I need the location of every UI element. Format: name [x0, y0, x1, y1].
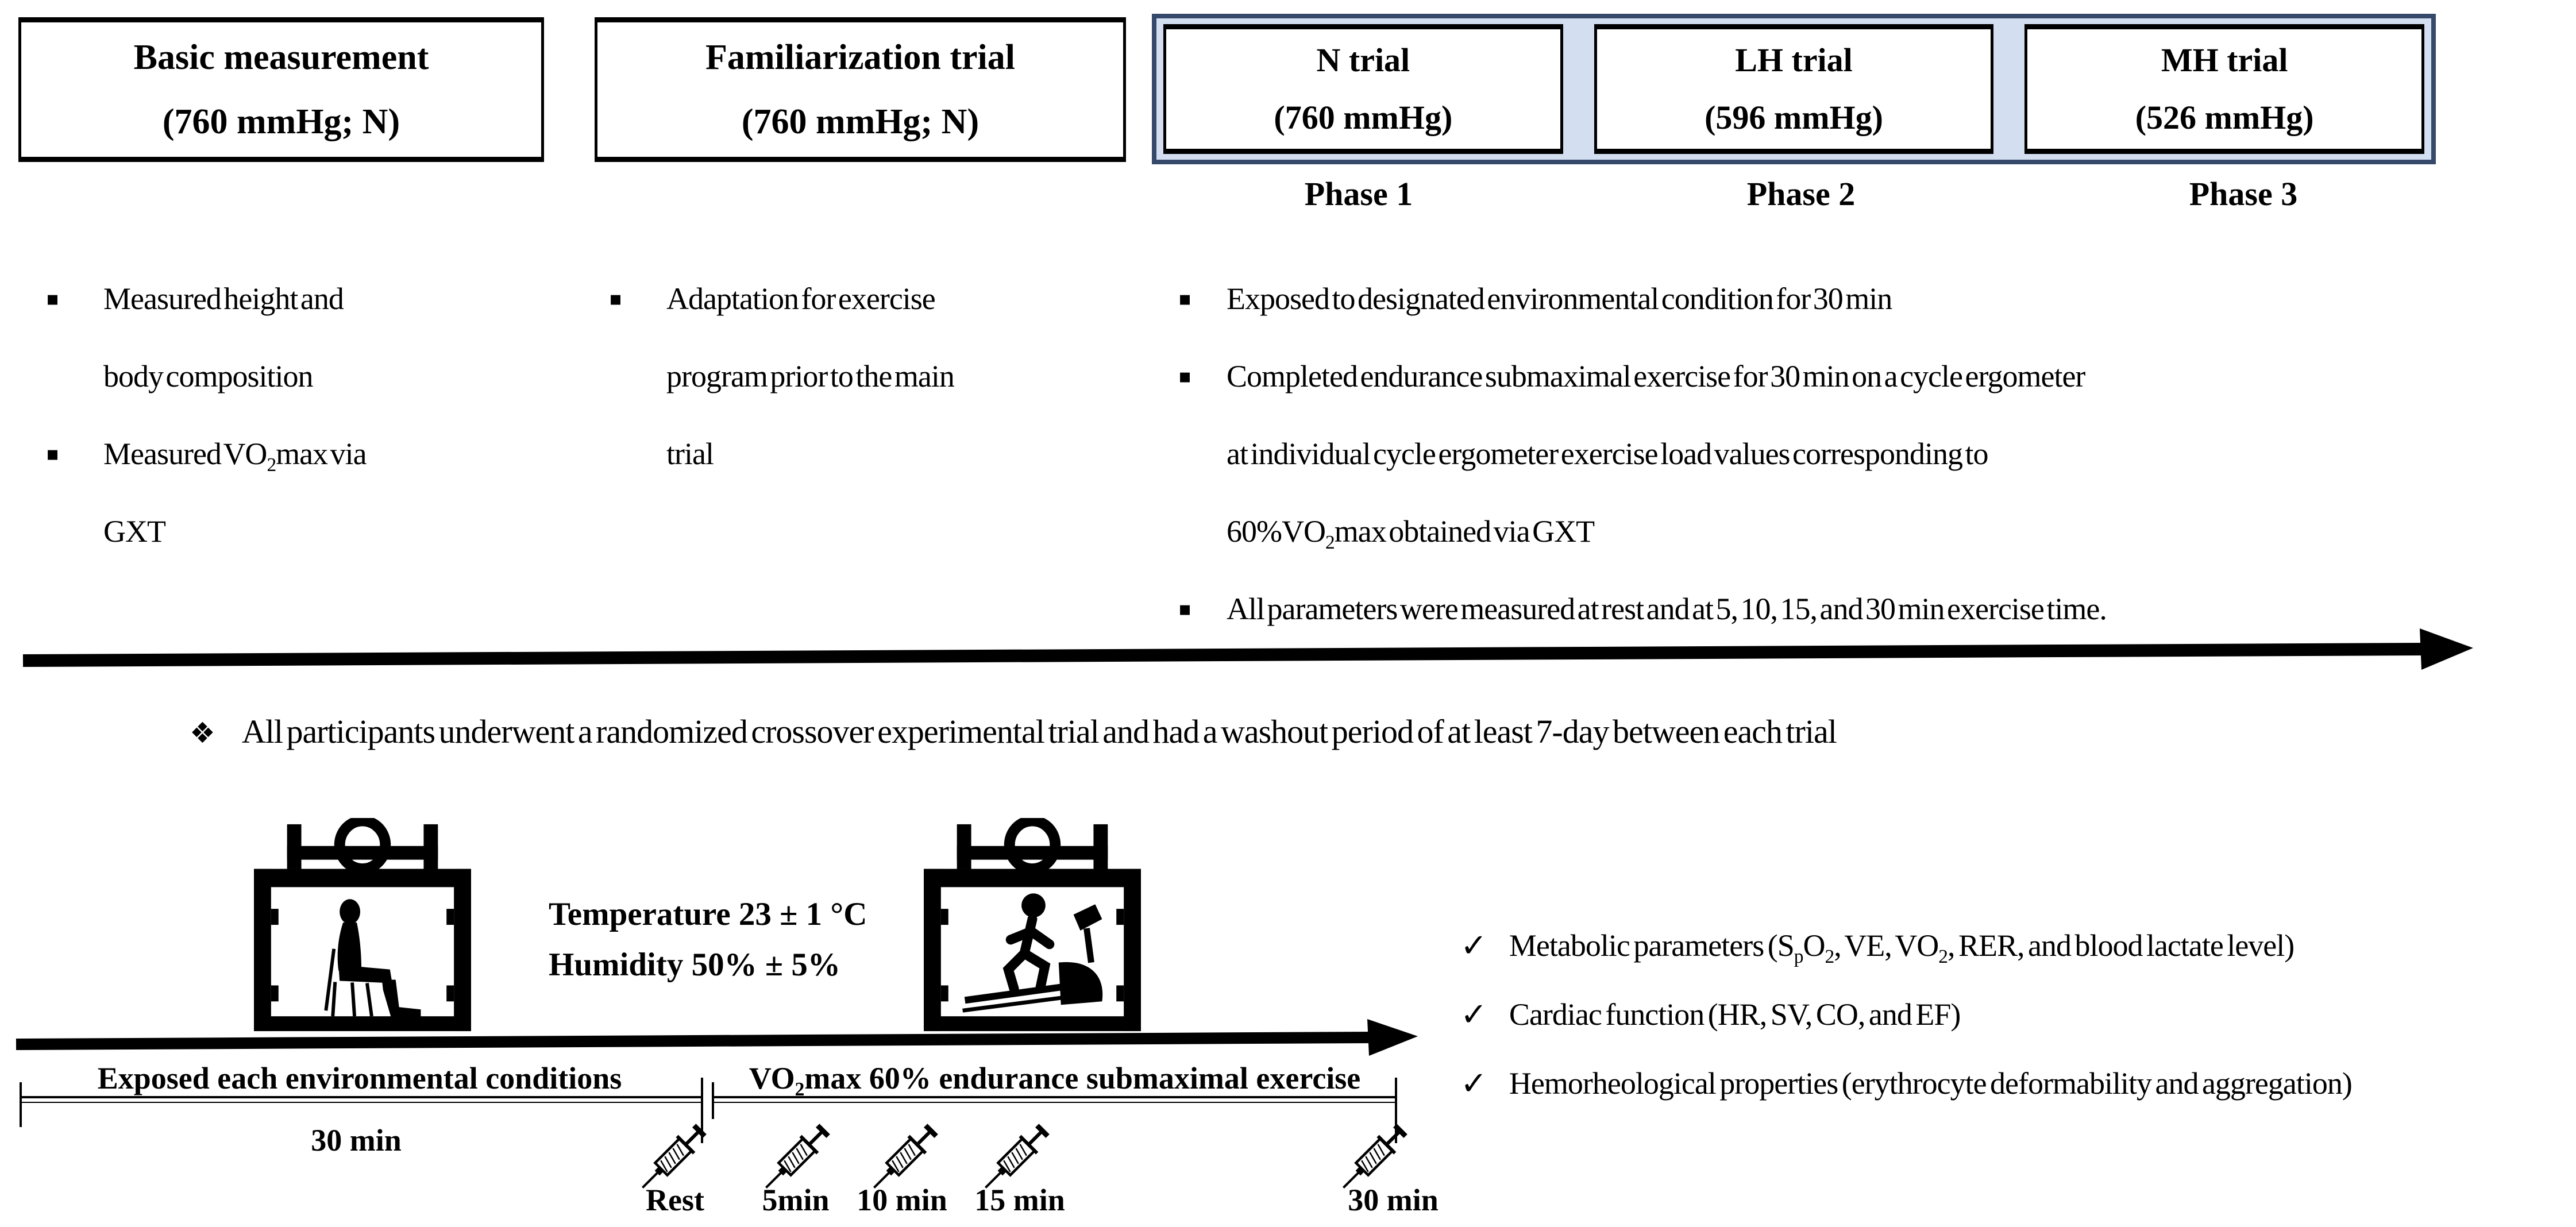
basic-measurement-bullets: ▪ Measured height and body composition ▪ M…: [34, 260, 592, 570]
mh-trial-box: MH trial (526 mmHg): [2024, 24, 2425, 154]
bullet-text: Completed endurance submaximal exercise …: [1227, 358, 2085, 393]
timepoint-5min: 5min: [762, 1183, 830, 1217]
list-item: 60%VO2max obtained via GXT: [1169, 492, 2571, 570]
bullet-text: Adaptation for exercise: [666, 281, 936, 316]
familiarization-trial-box: Familiarization trial (760 mmHg; N): [595, 17, 1126, 162]
n-trial-subtitle: (760 mmHg): [1274, 99, 1453, 136]
square-bullet-icon: ▪: [46, 287, 60, 310]
exposure-duration-label: 30 min: [311, 1123, 402, 1157]
lh-trial-subtitle: (596 mmHg): [1705, 99, 1883, 136]
environment-conditions: Temperature 23 ± 1 °C Humidity 50% ± 5%: [549, 889, 928, 990]
rest-chamber-icon: [254, 818, 471, 1032]
phase-2-label: Phase 2: [1746, 175, 1856, 213]
square-bullet-icon: ▪: [1178, 364, 1192, 388]
crossover-note-text: All participants underwent a randomized …: [241, 713, 1837, 750]
phase-1-label: Phase 1: [1304, 175, 1413, 213]
basic-measurement-box: Basic measurement (760 mmHg; N): [18, 17, 544, 162]
mh-trial-title: MH trial: [2161, 41, 2288, 79]
square-bullet-icon: ▪: [609, 287, 623, 310]
treadmill-chamber-icon: [924, 818, 1141, 1032]
treadmill-icon: [962, 904, 1103, 1013]
timepoint-10min: 10 min: [857, 1183, 947, 1217]
phase-3-label: Phase 3: [2189, 175, 2298, 213]
crossover-note: ❖ All participants underwent a randomize…: [190, 712, 2488, 751]
bullet-text: Exposed to designated environmental cond…: [1227, 281, 1892, 316]
checklist-text: Hemorheological properties (erythrocyte …: [1509, 1066, 2353, 1101]
list-item: at individual cycle ergometer exercise l…: [1169, 415, 2571, 492]
bullet-text: Measured height and: [103, 281, 344, 316]
list-item: ✓ Metabolic parameters (SpO2, VE, VO2, R…: [1460, 911, 2352, 980]
list-item: ▪ Measured VO2max via: [34, 415, 592, 492]
list-item: ▪ Measured height and: [34, 260, 592, 337]
square-bullet-icon: ▪: [1178, 287, 1192, 310]
basic-measurement-subtitle: (760 mmHg; N): [162, 102, 400, 141]
mh-trial-subtitle: (526 mmHg): [2135, 99, 2314, 136]
list-item: ▪ Completed endurance submaximal exercise…: [1169, 337, 2571, 415]
humidity-label: Humidity 50% ± 5%: [549, 947, 840, 983]
checkmark-icon: ✓: [1460, 996, 1487, 1033]
timepoint-30min: 30 min: [1348, 1183, 1439, 1217]
diamond-bullet-icon: ❖: [190, 716, 215, 750]
exposure-segment-label: Exposed each environmental conditions: [97, 1061, 622, 1095]
list-item: ▪ Adaptation for exercise: [597, 260, 1155, 337]
measured-parameters-list: ✓ Metabolic parameters (SpO2, VE, VO2, R…: [1460, 911, 2353, 1118]
n-trial-title: N trial: [1316, 41, 1410, 79]
exercise-segment-label: VO2max 60% endurance submaximal exercise: [749, 1061, 1361, 1100]
bullet-text: Measured VO2max via: [103, 436, 367, 476]
bullet-text: program prior to the main: [666, 358, 955, 393]
square-bullet-icon: ▪: [1178, 597, 1192, 620]
list-item: GXT: [34, 492, 592, 570]
list-item: ✓ Cardiac function (HR, SV, CO, and EF): [1460, 980, 2352, 1049]
lh-trial-title: LH trial: [1735, 41, 1853, 79]
list-item: ▪ Exposed to designated environmental con…: [1169, 260, 2571, 337]
list-item: body composition: [34, 337, 592, 415]
bullet-text: 60%VO2max obtained via GXT: [1227, 514, 1595, 553]
checkmark-icon: ✓: [1460, 927, 1487, 964]
temperature-label: Temperature 23 ± 1 °C: [549, 896, 867, 932]
timeline-arrow-bottom: [16, 1019, 1418, 1056]
list-item: ▪ All parameters were measured at rest an…: [1169, 570, 2571, 647]
basic-measurement-title: Basic measurement: [133, 38, 429, 77]
bullet-text: at individual cycle ergometer exercise l…: [1227, 436, 1988, 471]
trial-phases-container: N trial (760 mmHg) LH trial (596 mmHg) M…: [1152, 14, 2436, 164]
bullet-text: All parameters were measured at rest and…: [1227, 591, 2107, 626]
n-trial-box: N trial (760 mmHg): [1163, 24, 1563, 154]
bullet-text: GXT: [103, 514, 166, 549]
bullet-text: trial: [666, 436, 714, 471]
familiarization-title: Familiarization trial: [705, 38, 1015, 77]
list-item: ✓ Hemorheological properties (erythrocyt…: [1460, 1049, 2353, 1118]
timepoint-rest: Rest: [646, 1183, 704, 1217]
seated-person-icon: [324, 899, 421, 1018]
running-person-icon: [1002, 893, 1055, 994]
familiarization-bullets: ▪ Adaptation for exercise program prior t…: [597, 260, 1155, 492]
checkmark-icon: ✓: [1460, 1064, 1487, 1102]
timepoint-15min: 15 min: [974, 1183, 1065, 1217]
checklist-text: Cardiac function (HR, SV, CO, and EF): [1509, 997, 1961, 1032]
list-item: program prior to the main: [597, 337, 1155, 415]
square-bullet-icon: ▪: [46, 442, 60, 465]
checklist-text: Metabolic parameters (SpO2, VE, VO2, RER…: [1509, 928, 2295, 967]
list-item: trial: [597, 415, 1155, 492]
lh-trial-box: LH trial (596 mmHg): [1594, 24, 1994, 154]
familiarization-subtitle: (760 mmHg; N): [741, 102, 980, 141]
bullet-text: body composition: [103, 358, 313, 393]
trial-protocol-bullets: ▪ Exposed to designated environmental con…: [1169, 260, 2571, 647]
